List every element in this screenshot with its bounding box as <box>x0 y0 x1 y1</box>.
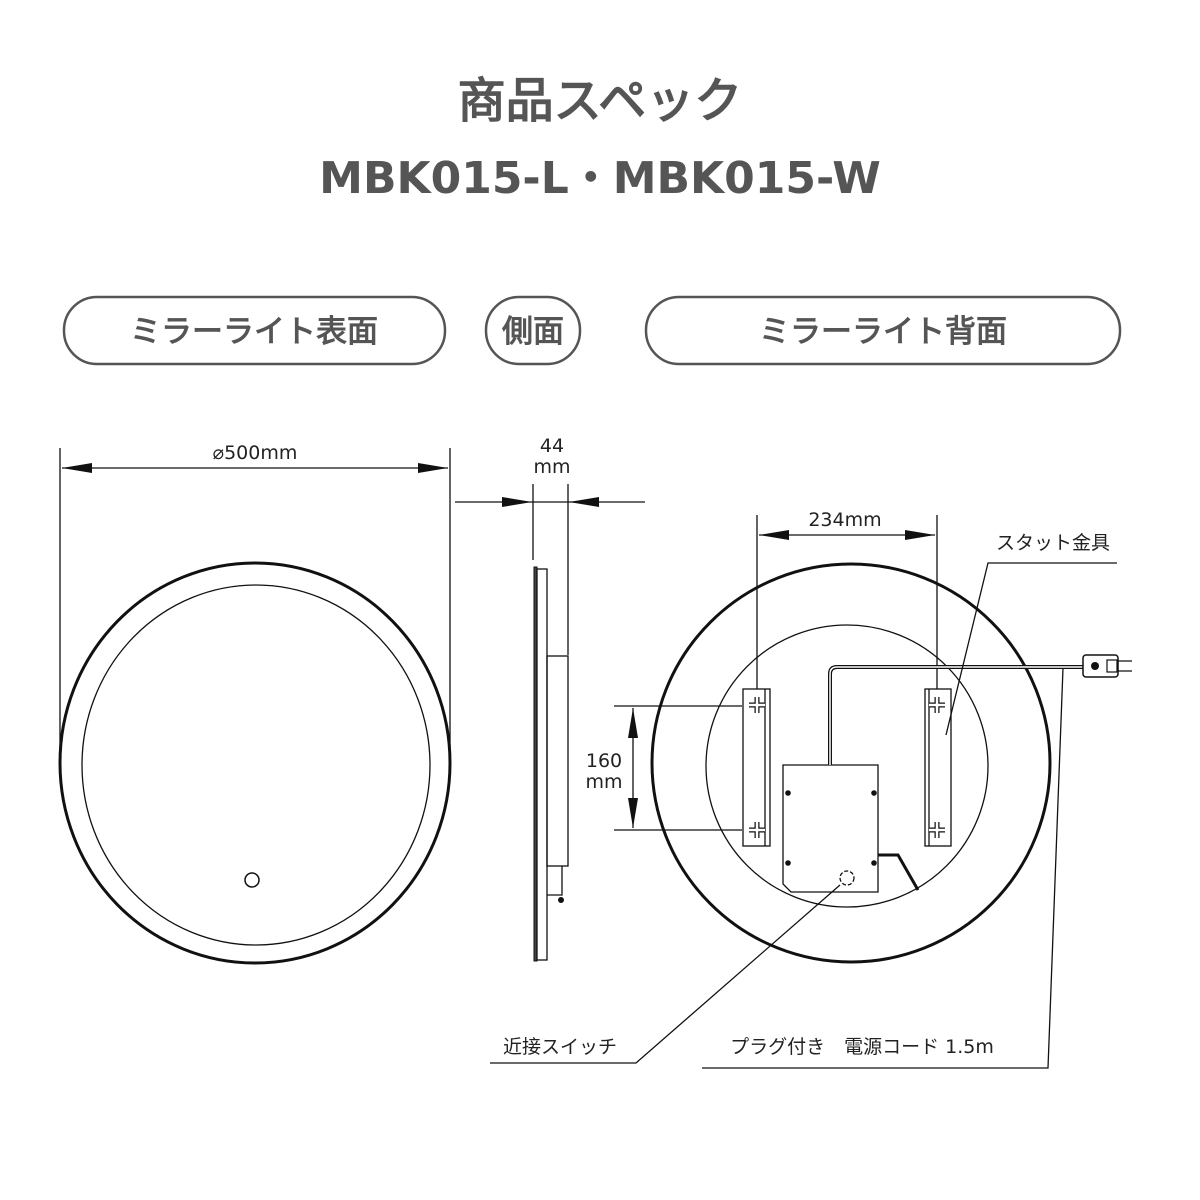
model-number: MBK015-L・MBK015-W <box>319 153 881 204</box>
view-label-front: ミラーライト表面 <box>62 295 447 366</box>
view-label-back: ミラーライト背面 <box>644 295 1122 366</box>
svg-text:160: 160 <box>586 750 622 772</box>
callout-proximity-switch: 近接スイッチ <box>490 884 841 1064</box>
stud-height-dimension: 160 mm <box>585 705 742 831</box>
control-box <box>782 764 879 893</box>
proximity-sensor-icon <box>839 870 855 886</box>
svg-text:側面: 側面 <box>501 314 564 350</box>
callout-stud-bracket: スタット金具 <box>945 532 1117 736</box>
svg-text:スタット金具: スタット金具 <box>996 532 1110 554</box>
depth-value: 44 <box>540 435 564 457</box>
side-view: 44 mm <box>455 435 645 962</box>
stud-spacing-label: 234mm <box>808 509 881 531</box>
callout-power-cord: プラグ付き 電源コード 1.5m <box>702 667 1064 1069</box>
svg-text:mm: mm <box>585 771 622 793</box>
svg-text:ミラーライト背面: ミラーライト背面 <box>759 314 1007 350</box>
depth-unit: mm <box>533 456 570 478</box>
svg-text:近接スイッチ: 近接スイッチ <box>503 1036 617 1058</box>
touch-switch-icon <box>244 872 260 888</box>
plug-icon <box>1082 654 1132 678</box>
svg-text:ミラーライト表面: ミラーライト表面 <box>130 314 378 350</box>
diameter-label: ⌀500mm <box>213 442 298 464</box>
back-view: 234mm <box>650 509 1132 964</box>
front-view: ⌀500mm <box>58 442 452 965</box>
svg-text:プラグ付き 電源コード 1.5m: プラグ付き 電源コード 1.5m <box>730 1036 994 1058</box>
stud-bracket-right <box>924 688 952 847</box>
view-label-side: 側面 <box>484 295 582 366</box>
page-title: 商品スペック <box>458 73 743 129</box>
